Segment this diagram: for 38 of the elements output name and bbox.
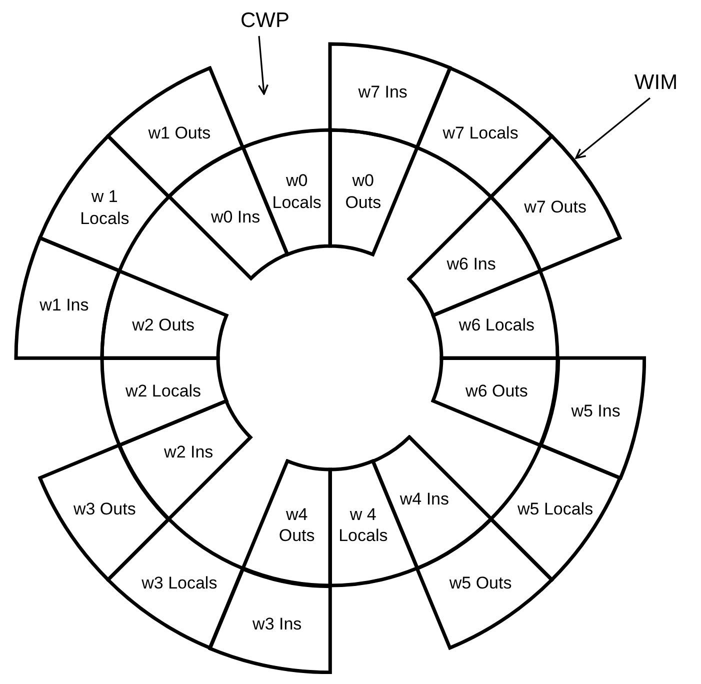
- cell-label: w2 Ins: [164, 442, 214, 464]
- cell-label: w3 Ins: [252, 613, 302, 634]
- register-window-cell: [106, 517, 245, 650]
- cell-label: w4 Outs: [278, 503, 316, 546]
- cell-label: w0 Ins: [210, 206, 260, 228]
- cell-label: w0 Locals: [271, 170, 322, 213]
- register-window-cell: [538, 356, 646, 480]
- cell-label: w6 Ins: [446, 252, 496, 274]
- register-window-cell: [100, 356, 229, 448]
- cell-label: w2 Outs: [132, 314, 194, 336]
- cell-label: w 1 Locals: [79, 186, 130, 229]
- cell-label: w3 Outs: [73, 498, 136, 520]
- cell-label: w7 Ins: [358, 82, 408, 103]
- cell-label: w2 Locals: [125, 380, 202, 402]
- cell-label: w4 Ins: [400, 488, 449, 510]
- register-window-cell: [415, 517, 554, 650]
- register-window-cell: [328, 459, 420, 588]
- register-window-cell: [415, 66, 554, 199]
- cell-label: w7 Outs: [524, 196, 586, 218]
- register-window-cell: [407, 194, 543, 318]
- register-window-cell: [328, 128, 420, 257]
- cell-label: w1 Outs: [148, 122, 211, 144]
- cell-label: w6 Locals: [458, 314, 535, 336]
- register-window-cell: [431, 268, 560, 360]
- cell-label: w3 Locals: [142, 572, 218, 594]
- pointer-arrow: [575, 97, 650, 159]
- cell-label: w7 Locals: [442, 122, 518, 144]
- pointer-arrow: [258, 36, 269, 95]
- pointer-label: WIM: [634, 72, 678, 92]
- cell-label: w6 Outs: [466, 380, 528, 402]
- register-window-cell: [14, 236, 122, 360]
- cell-label: w1 Ins: [40, 294, 89, 316]
- pointer-label: CWP: [240, 10, 290, 30]
- cell-label: w 4 Locals: [338, 503, 389, 546]
- cell-label: w5 Locals: [518, 498, 594, 520]
- cell-label: w5 Outs: [449, 572, 512, 594]
- cell-label: w5 Ins: [571, 400, 620, 422]
- cell-label: w0 Outs: [344, 170, 382, 213]
